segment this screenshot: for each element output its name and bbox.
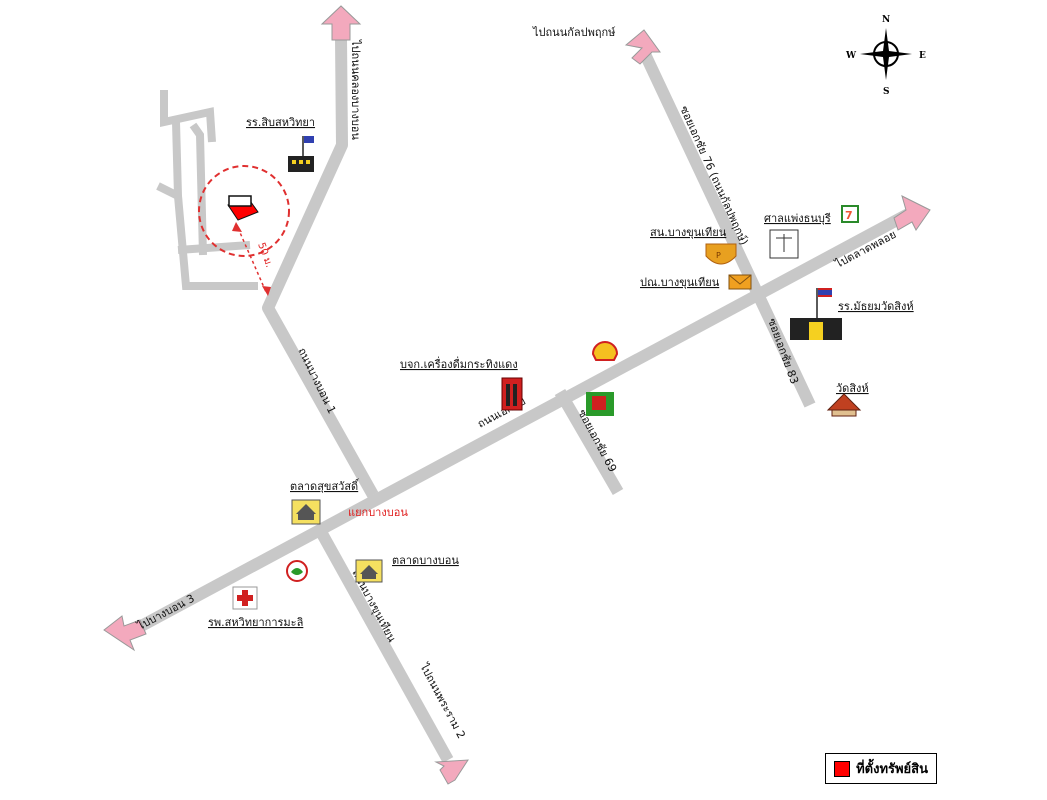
landmark-store [586,392,614,416]
landmark-market-bang-bon: ตลาดบางบอน [355,554,459,583]
distance-arrowhead-top [232,222,242,232]
legend-property-swatch [834,760,851,777]
compass-n: N [882,15,890,25]
police-badge-icon [705,243,737,265]
arrow-south [434,759,469,785]
label-to-bang-bon-3: ไปบางบอน 3 [134,592,196,633]
label-court: ศาลแพ่งธนบุรี [764,212,831,225]
label-school-right: รร.มัธยมวัดสิงห์ [838,300,914,313]
road-network [127,37,915,763]
compass: N E S W [845,15,926,97]
label-school-top: รร.สิบสหวิทยา [246,116,315,129]
svg-text:P: P [716,251,721,260]
arrow-west [103,615,147,652]
thai-flag-icon [818,288,832,297]
temple-icon [826,393,862,411]
road-soi-76 [638,49,816,408]
factory-icon [501,377,523,411]
label-bang-bon-intersection: แยกบางบอน [348,506,408,519]
compass-star-icon [860,28,912,80]
flag-icon [304,136,314,143]
landmark-court: ศาลแพ่งธนบุรี 7 [764,205,859,259]
shell-icon [591,341,619,361]
label-temple: วัดสิงห์ [836,382,869,395]
arrow-north-bang-bon-1 [320,5,362,41]
landmark-bank [286,560,308,582]
landmark-shell [591,341,619,361]
label-police: สน.บางขุนเทียน [650,226,727,239]
landmark-market-sukhawat: ตลาดสุขสวัสดิ์ [290,478,360,525]
envelope-icon [728,274,752,290]
landmark-hospital: รพ.สหวิทยาการมะลิ [208,586,303,629]
property-area: 50 ม. [198,165,290,296]
road-bang-khun-thian [314,527,454,763]
compass-w: W [845,51,857,61]
road-ekkachai [127,206,915,638]
property-building [228,195,252,207]
arrow-east [893,195,931,231]
landmark-factory: บจก.เครื่องดื่มกระทิงแดง [400,356,523,411]
landmark-temple: วัดสิงห์ [826,382,869,417]
label-market-sukhawat: ตลาดสุขสวัสดิ์ [290,478,360,493]
compass-e: E [919,51,926,61]
arrow-north-kalpaphruek [624,29,661,65]
landmark-school-top: รร.สิบสหวิทยา [246,116,315,172]
svg-text:7: 7 [845,209,853,222]
label-post: ปณ.บางขุนเทียน [640,276,720,289]
landmark-police: สน.บางขุนเทียน P [650,226,737,265]
map-legend: ที่ตั้งทรัพย์สิน [825,753,937,784]
road-soi-69 [554,388,624,496]
label-hospital: รพ.สหวิทยาการมะลิ [208,616,303,629]
property-radius-circle [198,165,290,257]
distance-arrowhead-bottom [262,286,271,296]
label-market-bang-bon: ตลาดบางบอน [392,554,459,567]
seven-eleven-icon [841,205,859,223]
landmark-school-right: รร.มัธยมวัดสิงห์ [790,288,914,340]
local-lanes [156,90,258,290]
legend-label: ที่ตั้งทรัพย์สิน [856,762,928,777]
landmark-post: ปณ.บางขุนเทียน [640,274,752,290]
label-to-klong-bang-bon: ไปถนนคลองบางบอน [349,39,362,140]
label-to-kalpaphruek: ไปถนนกัลปพฤกษ์ [532,26,616,39]
road-bang-bon-1 [262,37,379,498]
label-factory: บจก.เครื่องดื่มกระทิงแดง [400,356,518,371]
direction-arrows [103,5,931,785]
compass-s: S [883,87,890,97]
